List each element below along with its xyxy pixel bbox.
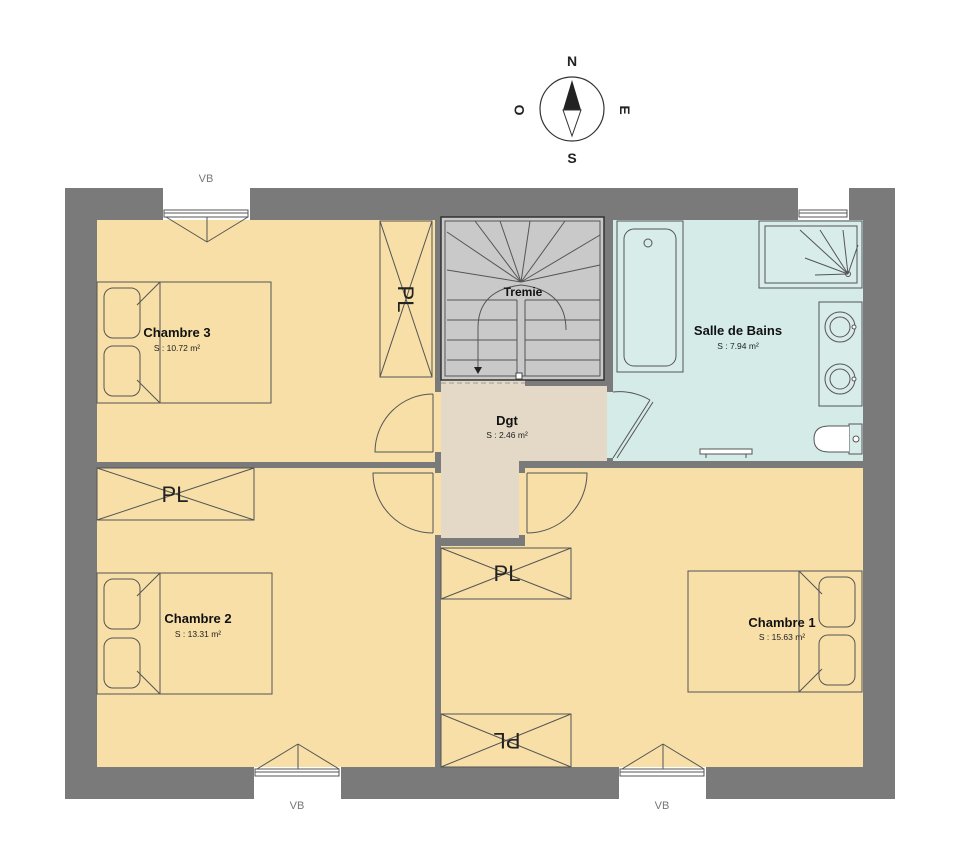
door-gap-bathroom — [607, 392, 613, 458]
closet-label: PL — [494, 728, 521, 753]
compass-north-needle — [563, 80, 581, 110]
room-name-dgt: Dgt — [496, 413, 518, 428]
closet-chambre3: PL — [379, 220, 433, 378]
window-bottom-left: VB — [254, 743, 341, 812]
closet-chambre2: PL — [96, 467, 255, 521]
room-name-chambre1: Chambre 1 — [748, 615, 815, 630]
bathtub — [616, 220, 684, 373]
window-label-bottom-left: VB — [290, 800, 305, 812]
compass-north-label: N — [567, 53, 577, 69]
window-top-left: VB — [163, 173, 250, 243]
window-top-right — [798, 187, 849, 220]
closet-label: PL — [393, 286, 418, 313]
closet-label: PL — [494, 561, 521, 586]
room-area-chambre3: S : 10.72 m² — [154, 343, 200, 353]
window-label-top: VB — [199, 173, 214, 185]
room-area-chambre1: S : 15.63 m² — [759, 632, 805, 642]
door-chambre3[interactable] — [374, 393, 434, 453]
compass-south-needle — [562, 109, 582, 138]
door-bathroom[interactable] — [612, 391, 654, 459]
bed-chambre3 — [96, 281, 272, 404]
stair-label: Tremie — [504, 285, 543, 299]
door-chambre2[interactable] — [372, 472, 434, 534]
compass-east-label: E — [617, 105, 633, 114]
stair-arrow — [474, 367, 482, 374]
toilet — [813, 423, 863, 455]
door-gap-chambre3 — [435, 392, 441, 452]
closet-label: PL — [162, 482, 189, 507]
closet-chambre1-bottom: PL — [440, 713, 572, 768]
hallway-floor — [441, 386, 607, 461]
bed-chambre1 — [687, 570, 863, 693]
room-area-salle-de-bains: S : 7.94 m² — [717, 341, 759, 351]
shower — [758, 220, 863, 289]
compass-south-label: S — [567, 150, 576, 166]
room-name-chambre2: Chambre 2 — [164, 611, 231, 626]
room-area-chambre2: S : 13.31 m² — [175, 629, 221, 639]
door-gap-chambre2 — [435, 473, 441, 535]
door-chambre1[interactable] — [526, 472, 588, 534]
bed-chambre2 — [96, 572, 273, 695]
staircase: Tremie — [440, 216, 605, 381]
window-bottom-right: VB — [619, 743, 706, 812]
room-name-salle-de-bains: Salle de Bains — [694, 323, 782, 338]
stair-floor — [441, 217, 604, 380]
door-gap-chambre1 — [519, 473, 525, 535]
closet-chambre1-top: PL — [440, 547, 572, 600]
window-label-bottom-right: VB — [655, 800, 670, 812]
room-name-chambre3: Chambre 3 — [143, 325, 210, 340]
towel-radiator — [699, 448, 753, 458]
compass: N S E O — [511, 53, 633, 166]
double-sink — [818, 301, 863, 407]
compass-west-label: O — [511, 104, 527, 115]
hallway-floor-lower — [441, 461, 519, 538]
room-area-dgt: S : 2.46 m² — [486, 430, 528, 440]
